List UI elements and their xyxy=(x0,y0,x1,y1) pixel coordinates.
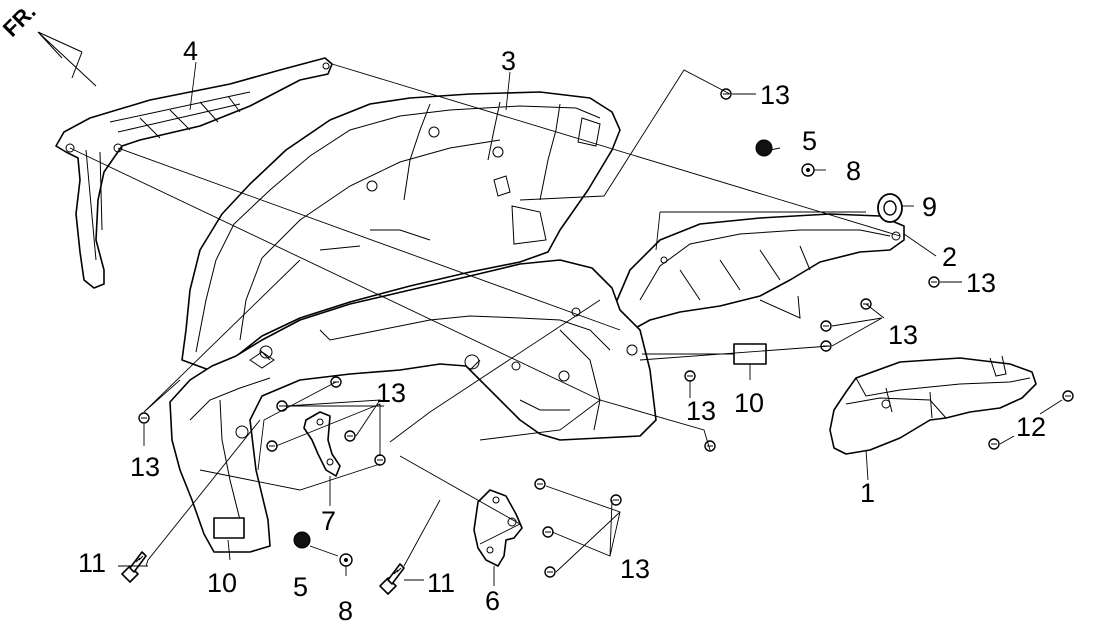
part-1-lower-panel xyxy=(829,355,1037,455)
callout-6: 6 xyxy=(485,586,500,616)
callout-7: 7 xyxy=(321,506,336,536)
screw xyxy=(544,566,556,578)
screw xyxy=(610,494,622,506)
callout-4: 4 xyxy=(183,36,198,66)
part-4-upper-cowl xyxy=(55,57,333,289)
part-7-bracket xyxy=(303,411,341,477)
callout-11-left: 11 xyxy=(78,548,106,578)
callout-10-upper: 10 xyxy=(734,388,764,418)
callout-13-left: 13 xyxy=(130,452,160,482)
callout-labels: 1 2 3 4 5 5 6 7 8 8 9 10 10 11 11 12 13 … xyxy=(78,36,1046,626)
callout-2: 2 xyxy=(942,242,957,272)
front-direction-indicator: FR. xyxy=(0,0,97,87)
screw xyxy=(344,430,356,442)
callout-5-upper: 5 xyxy=(802,126,817,156)
screw xyxy=(138,412,150,424)
part-10-label-plate-upper xyxy=(733,343,767,365)
screw xyxy=(720,88,732,100)
callout-12: 12 xyxy=(1016,412,1046,442)
callout-13-bottom: 13 xyxy=(620,554,650,584)
part-11-bolt-left xyxy=(121,551,147,583)
part-3-front-cover xyxy=(181,91,621,375)
front-direction-label: FR. xyxy=(0,0,41,42)
screw xyxy=(374,454,386,466)
part-8-clip-lower xyxy=(339,553,353,567)
screw xyxy=(820,320,832,332)
part-9-grommet xyxy=(877,193,903,223)
callout-9: 9 xyxy=(922,192,937,222)
callout-5-lower: 5 xyxy=(293,572,308,602)
part-8-clip-upper xyxy=(801,163,815,177)
callout-13-right: 13 xyxy=(966,268,996,298)
callout-10-lower: 10 xyxy=(207,568,237,598)
leader-lines xyxy=(69,61,1063,586)
screw xyxy=(534,478,546,490)
screw xyxy=(542,526,554,538)
part-6-bracket xyxy=(473,489,523,567)
callout-13-top: 13 xyxy=(760,80,790,110)
part-2-side-cover xyxy=(611,213,905,331)
screw xyxy=(1062,390,1074,402)
part-5-cap-lower xyxy=(293,531,311,549)
callout-8-upper: 8 xyxy=(846,156,861,186)
lower-cowl-section xyxy=(169,259,657,553)
callout-13-center: 13 xyxy=(686,396,716,426)
screw xyxy=(266,440,278,452)
screw xyxy=(704,440,716,452)
callout-13-center-left: 13 xyxy=(376,378,406,408)
callout-1: 1 xyxy=(860,478,875,508)
part-10-label-plate-lower xyxy=(213,517,245,539)
callout-3: 3 xyxy=(501,46,516,76)
part-5-cap-upper xyxy=(755,139,773,157)
callout-8-lower: 8 xyxy=(338,596,353,626)
screw xyxy=(988,438,1000,450)
screw xyxy=(928,276,940,288)
callout-11-right: 11 xyxy=(427,568,455,598)
callout-13-mid-right: 13 xyxy=(888,320,918,350)
screw xyxy=(684,370,696,382)
part-11-bolt-right xyxy=(379,563,405,595)
